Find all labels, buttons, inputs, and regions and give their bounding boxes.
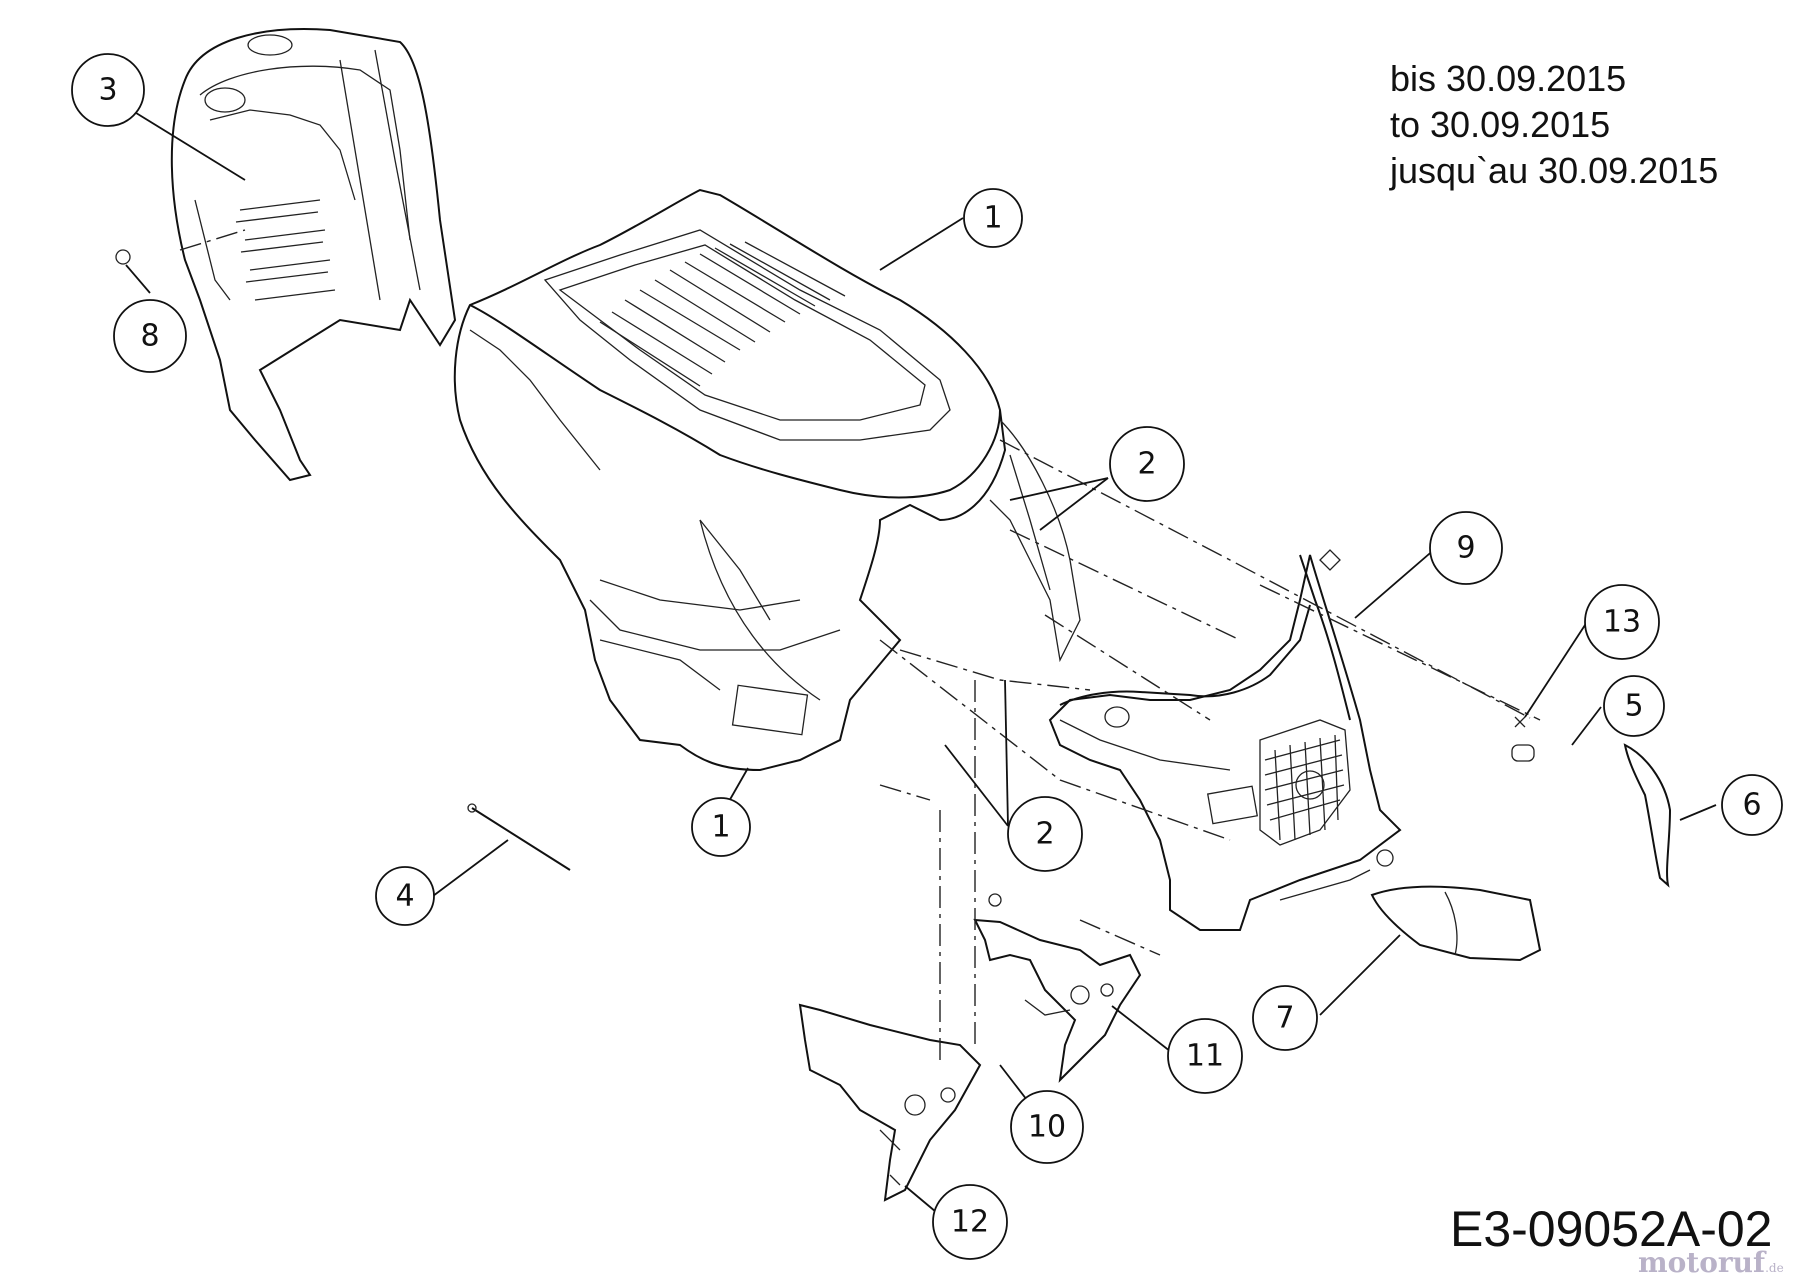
svg-text:2: 2	[1035, 817, 1054, 852]
callout-4: 4	[375, 866, 435, 926]
svg-text:11: 11	[1186, 1039, 1224, 1074]
svg-text:7: 7	[1275, 1001, 1294, 1036]
side-panel-right	[1623, 743, 1672, 888]
validity-note: bis 30.09.2015 to 30.09.2015 jusqu`au 30…	[1390, 56, 1718, 194]
callout-7: 7	[1252, 985, 1318, 1051]
validity-line-en: to 30.09.2015	[1390, 104, 1611, 145]
callout-5: 5	[1603, 675, 1665, 737]
callout-1-bottom: 1	[691, 797, 751, 857]
callout-13: 13	[1584, 584, 1660, 660]
assembly-lines	[179, 229, 1541, 1060]
bracket-left	[798, 1003, 982, 1202]
rod	[467, 803, 571, 871]
svg-text:9: 9	[1456, 531, 1475, 566]
front-cover	[1370, 885, 1542, 962]
callout-11: 11	[1167, 1018, 1243, 1094]
callout-3: 3	[71, 53, 145, 127]
svg-text:8: 8	[140, 319, 159, 354]
callout-8: 8	[113, 299, 187, 373]
svg-text:5: 5	[1624, 689, 1643, 724]
svg-text:2: 2	[1137, 447, 1156, 482]
svg-text:3: 3	[98, 73, 117, 108]
callout-1-top: 1	[963, 188, 1023, 248]
callout-6: 6	[1721, 774, 1783, 836]
svg-text:12: 12	[951, 1205, 989, 1240]
callout-9: 9	[1429, 511, 1503, 585]
svg-text:4: 4	[395, 879, 414, 914]
callout-2-bottom: 2	[1007, 796, 1083, 872]
validity-line-de: bis 30.09.2015	[1390, 58, 1627, 99]
callout-12: 12	[932, 1184, 1008, 1260]
watermark-logo: motoruf.de	[1638, 1246, 1784, 1279]
drawing-number: E3-09052A-02	[1450, 1201, 1773, 1257]
watermark-main: motoruf	[1638, 1246, 1766, 1279]
front-grille	[1048, 549, 1402, 931]
svg-text:10: 10	[1028, 1110, 1066, 1145]
callout-10: 10	[1010, 1090, 1084, 1164]
svg-text:13: 13	[1603, 605, 1641, 640]
hood	[453, 188, 1081, 772]
svg-text:1: 1	[711, 810, 730, 845]
rear-fender	[170, 28, 457, 482]
svg-text:1: 1	[983, 201, 1002, 236]
leader-lines	[125, 107, 1717, 1223]
hardware	[115, 249, 1535, 907]
callout-2-top: 2	[1109, 426, 1185, 502]
validity-line-fr: jusqu`au 30.09.2015	[1390, 150, 1719, 191]
watermark-suffix: .de	[1765, 1261, 1784, 1275]
bracket-right	[973, 918, 1142, 1083]
svg-text:6: 6	[1742, 788, 1761, 823]
